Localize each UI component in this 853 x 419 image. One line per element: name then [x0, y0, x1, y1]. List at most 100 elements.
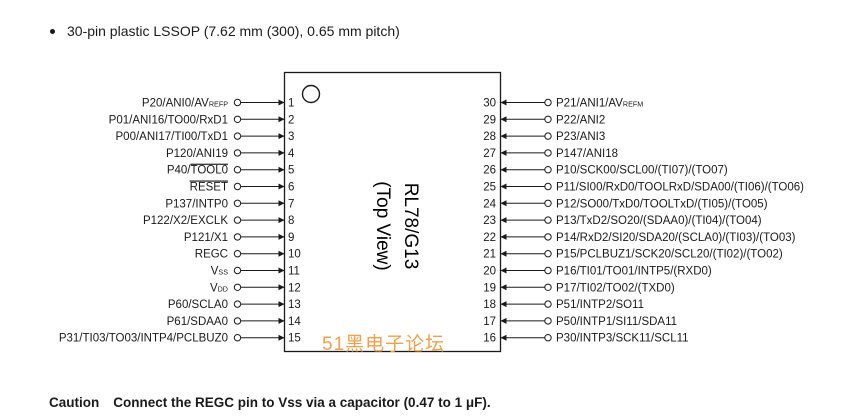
arrow-right-icon [278, 217, 285, 224]
pin-number: 27 [483, 148, 496, 160]
pin1-marker [301, 84, 321, 104]
pin-number: 10 [288, 249, 301, 261]
chip-body [283, 71, 502, 353]
pin-label: P121/X1 [184, 232, 228, 244]
pin-number: 29 [483, 114, 496, 126]
pin-terminal-icon [233, 199, 242, 208]
pin-terminal-icon [544, 149, 552, 157]
pin-label: P40/TOOL0 [167, 165, 228, 177]
caution-text: Connect the REGC pin to Vss via a capaci… [113, 395, 491, 410]
right-pin-28: 28 P23/ANI3 [483, 131, 605, 143]
arrow-right-icon [278, 250, 285, 257]
pin-label: P122/X2/EXCLK [143, 215, 228, 227]
pin-label: P50/INTP1/SI11/SDA11 [556, 316, 677, 328]
chip-title: RL78/G13 (Top View) [372, 181, 421, 270]
pin-number: 9 [288, 232, 294, 244]
pin-label: P15/PCLBUZ1/SCK20/SCL20/(TI02)/(TO02) [556, 249, 783, 261]
package-description: 30-pin plastic LSSOP (7.62 mm (300), 0.6… [50, 23, 400, 39]
pin-terminal-icon [233, 149, 242, 157]
pin-terminal-icon [233, 250, 242, 258]
pin-label: P00/ANI17/TI00/TxD1 [116, 131, 229, 143]
pin-terminal-icon [233, 317, 242, 325]
pin-label: P12/SO00/TxD0/TOOLTxD/(TI05)/(TO05) [556, 198, 768, 210]
right-pin-22: 22 P14/RxD2/SI20/SDA20/(SCLA0)/(TI03)/(TO… [483, 232, 795, 244]
arrow-left-icon [500, 317, 507, 324]
pin-label: P61/SDAA0 [167, 316, 228, 328]
arrow-left-icon [500, 250, 507, 257]
pin-number: 3 [288, 131, 294, 143]
pin-number: 19 [483, 282, 496, 294]
pin-terminal-icon [233, 266, 242, 275]
pin-label: P23/ANI3 [556, 131, 605, 143]
pin-number: 22 [483, 232, 496, 244]
arrow-left-icon [500, 267, 507, 274]
pin-label: P30/INTP3/SCK11/SCL11 [556, 333, 689, 345]
pin-number: 15 [288, 333, 301, 345]
arrow-left-icon [500, 217, 507, 224]
pin-terminal-icon [233, 334, 242, 342]
pin-terminal-icon [233, 233, 242, 241]
left-pin-11: VSS 11 [211, 266, 300, 278]
pin-terminal-icon [544, 199, 552, 208]
arrow-right-icon [278, 166, 285, 173]
pin-number: 30 [483, 98, 496, 110]
arrow-left-icon [500, 116, 507, 123]
pin-terminal-icon [544, 132, 552, 140]
arrow-right-icon [278, 267, 285, 274]
pin-number: 14 [288, 316, 301, 328]
pin-label: P11/SI00/RxD0/TOOLRxD/SDA00/(TI06)/(TO06… [556, 182, 804, 194]
left-pin-5: P40/TOOL0 5 [167, 165, 295, 177]
arrow-left-icon [500, 334, 507, 341]
arrow-left-icon [500, 149, 507, 156]
chip-view-label: (Top View) [372, 181, 393, 270]
pin-terminal-icon [544, 182, 552, 191]
pin-label: P10/SCK00/SCL00/(TI07)/(TO07) [556, 165, 728, 177]
pin-number: 26 [483, 165, 496, 177]
pin-number: 5 [288, 165, 294, 177]
pin-label: P60/SCLA0 [168, 299, 228, 311]
pin-number: 16 [483, 333, 496, 345]
pin-label: P20/ANI0/AVREFP [142, 98, 228, 110]
pin-label: P14/RxD2/SI20/SDA20/(SCLA0)/(TI03)/(TO03… [556, 232, 796, 244]
right-pin-26: 26 P10/SCK00/SCL00/(TI07)/(TO07) [483, 165, 728, 177]
pin-terminal-icon [544, 233, 552, 241]
arrow-left-icon [500, 284, 507, 291]
pin-terminal-icon [233, 300, 242, 308]
pin-terminal-icon [233, 283, 242, 291]
arrow-right-icon [278, 301, 285, 308]
pin-label: REGC [195, 249, 228, 261]
pin-terminal-icon [544, 216, 552, 224]
bullet-icon [50, 28, 55, 34]
pin-terminal-icon [544, 334, 552, 342]
pin-number: 11 [288, 266, 300, 278]
pin-number: 21 [483, 249, 496, 261]
pin-label: RESET [190, 182, 228, 194]
arrow-left-icon [500, 183, 507, 190]
pin-number: 7 [288, 198, 294, 210]
pin-label: P13/TxD2/SO20/(SDAA0)/(TI04)/(TO04) [556, 215, 762, 227]
pin-terminal-icon [544, 98, 552, 107]
left-pin-13: P60/SCLA0 13 [168, 299, 301, 311]
pin-label: P01/ANI16/TO00/RxD1 [109, 114, 228, 126]
pin-terminal-icon [233, 132, 242, 140]
pin-terminal-icon [233, 115, 242, 124]
chip-part-name: RL78/G13 [400, 183, 421, 270]
caution-heading: Caution [49, 395, 100, 410]
pin-number: 13 [288, 299, 301, 311]
pin-terminal-icon [544, 317, 552, 325]
pin-number: 28 [483, 131, 496, 143]
pin-number: 20 [483, 266, 496, 278]
pin-label: VSS [211, 266, 228, 278]
